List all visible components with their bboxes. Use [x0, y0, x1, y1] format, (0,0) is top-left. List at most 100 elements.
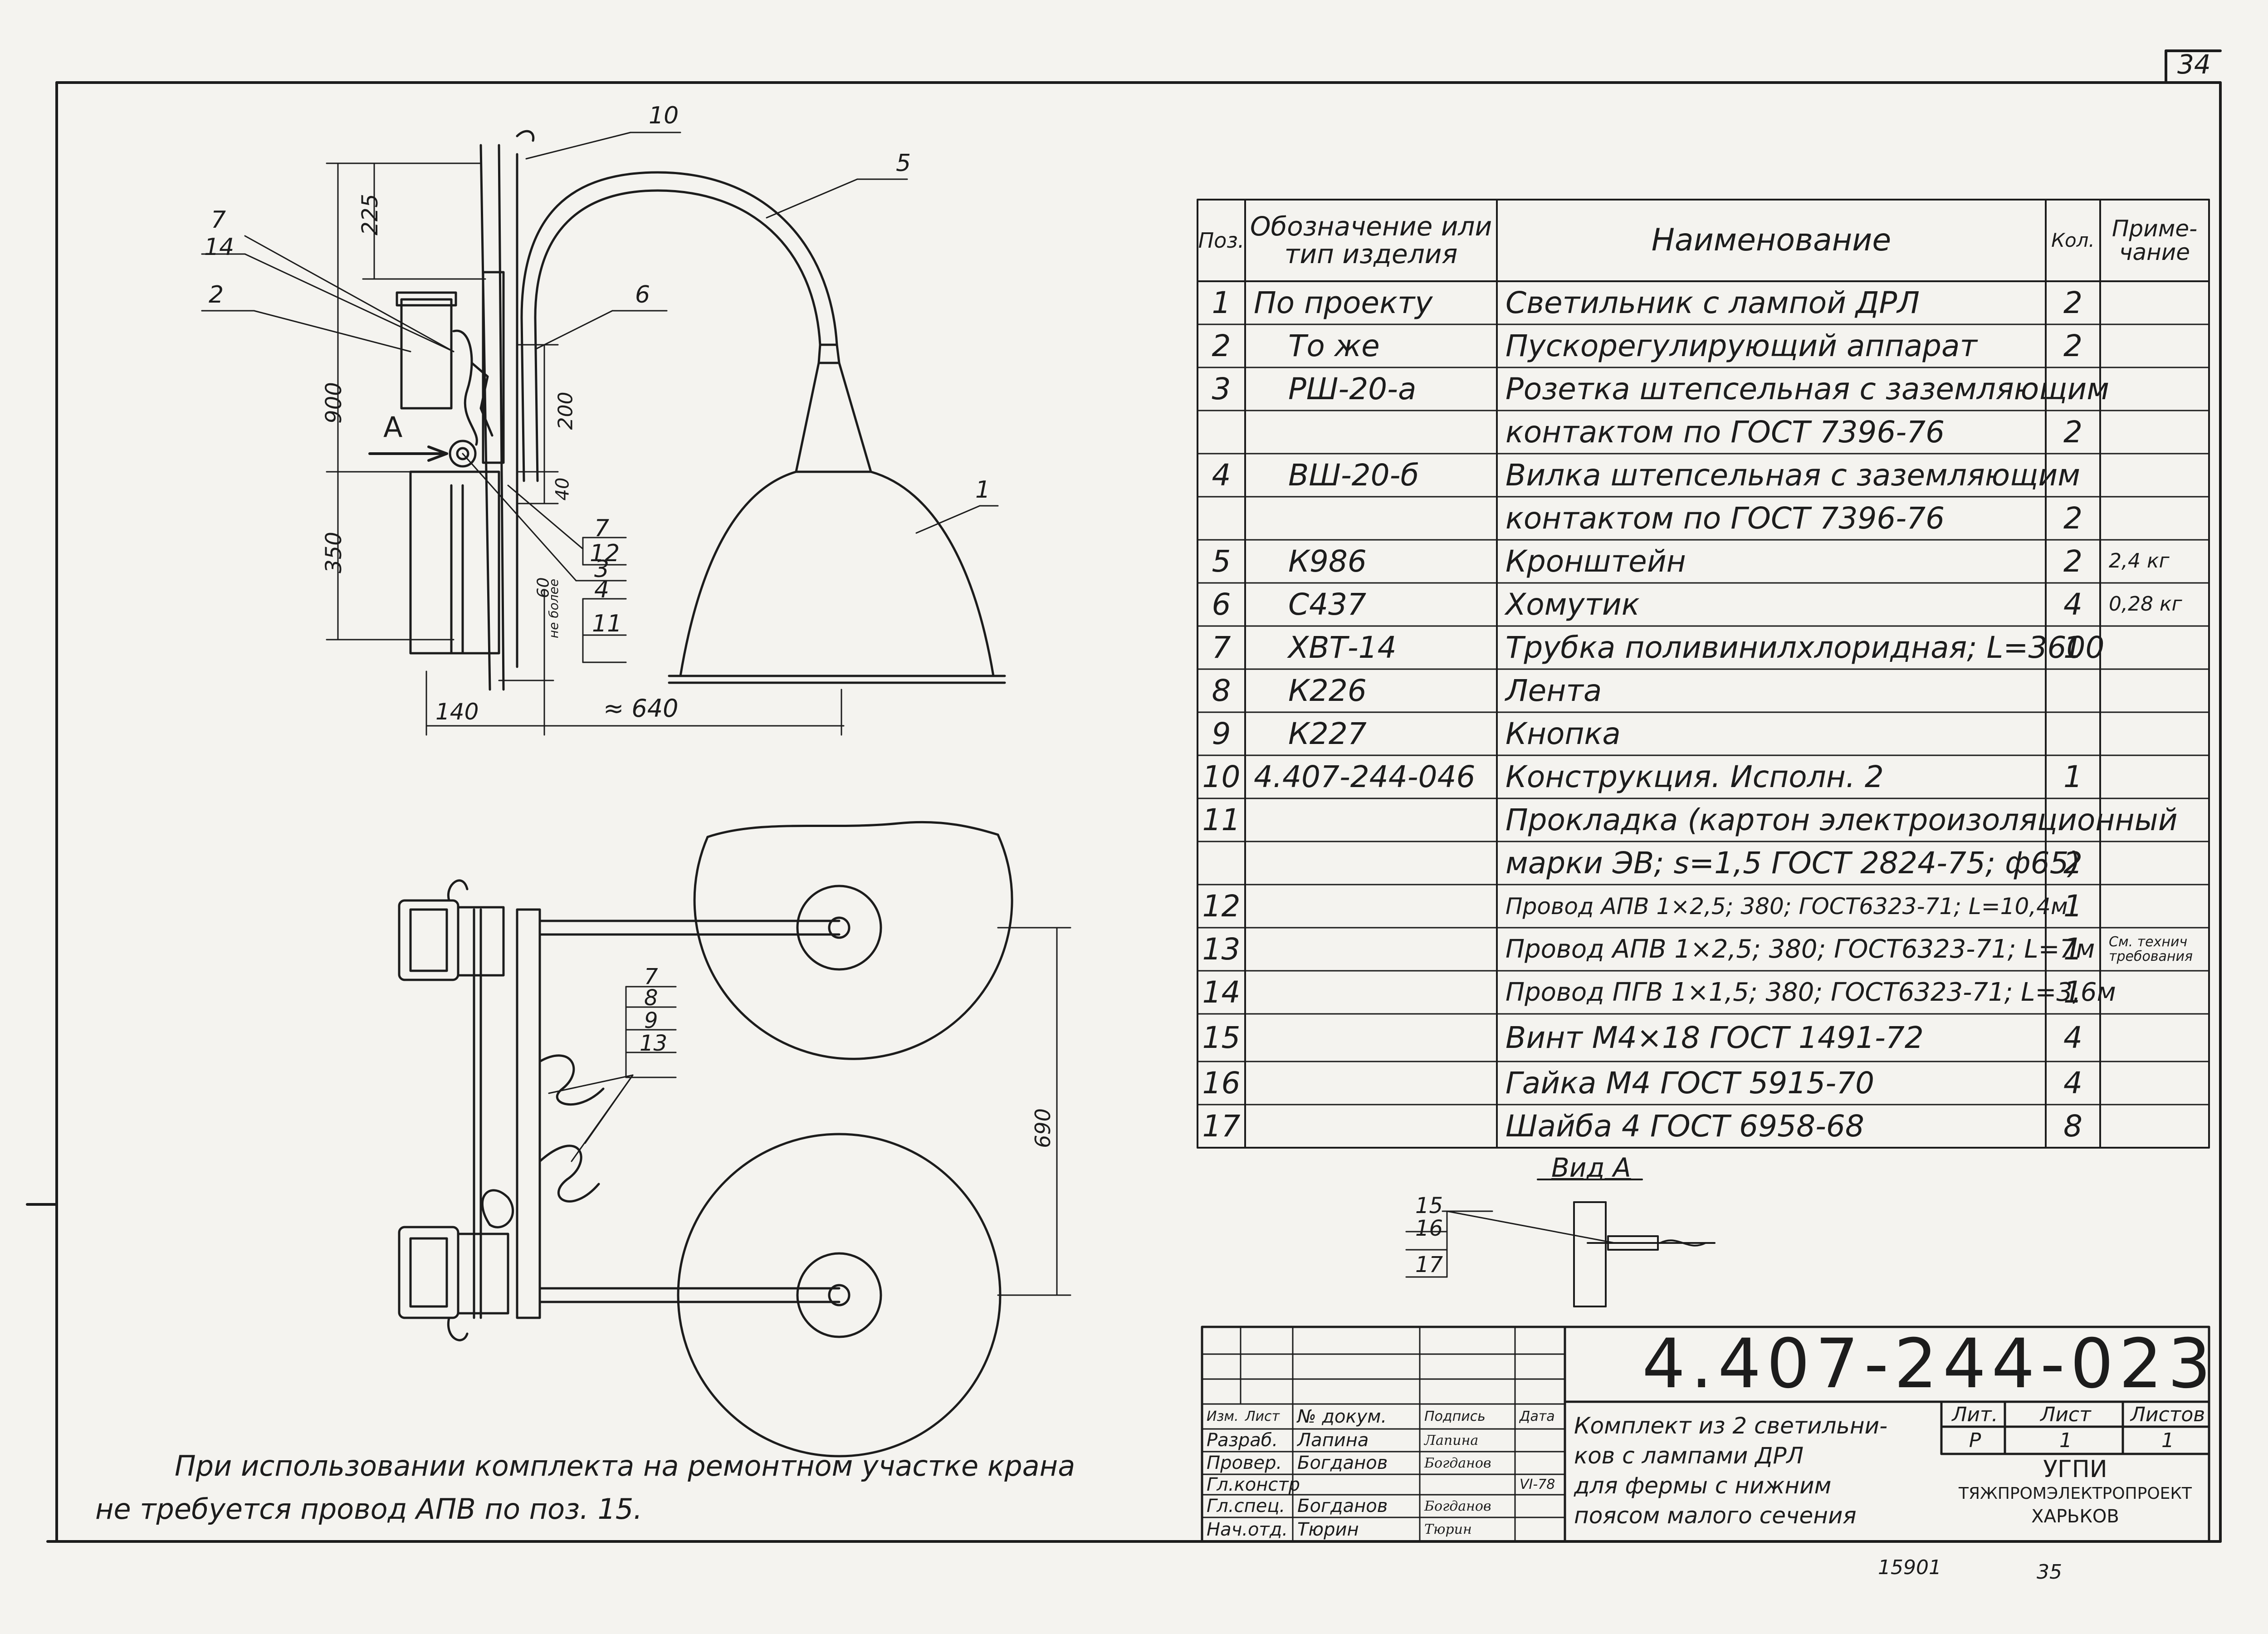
cell-pos: 2	[1212, 328, 1231, 363]
cell-name: Провод АПВ 1×2,5; 380; ГОСТ6323-71; L=10…	[1505, 893, 2068, 920]
cell-qty	[2048, 714, 2098, 754]
tb-org-line: ХАРЬКОВ	[2031, 1506, 2119, 1527]
plan-callout-9: 9	[644, 1008, 658, 1033]
cell-pos: 11	[1202, 802, 1241, 837]
cell-qty: 8	[2063, 1109, 2082, 1144]
cell-pos: 3	[1212, 372, 1231, 406]
cell-note	[2102, 498, 2207, 538]
cell-designation	[1247, 498, 1495, 538]
dim-900: 900	[321, 382, 347, 424]
cell-pos: 8	[1212, 673, 1231, 708]
callout-7: 7	[211, 206, 226, 234]
cell-name: Винт М4×18 ГОСТ 1491-72	[1505, 1020, 1924, 1055]
cell-note: См. технич требования	[2109, 934, 2193, 964]
cell-qty: 1	[2063, 889, 2082, 924]
spec-table-grid	[1197, 199, 2210, 1149]
cell-pos: 5	[1212, 544, 1231, 579]
header-qty: Кол.	[2051, 229, 2095, 251]
callout-5: 5	[896, 150, 911, 177]
cell-pos: 16	[1202, 1066, 1241, 1101]
cell-qty: 1	[2063, 932, 2082, 967]
callout-1: 1	[975, 476, 991, 504]
tb-role: Нач.отд.	[1207, 1519, 1288, 1540]
tb-name: Тюрин	[1297, 1519, 1359, 1540]
tb-sheets: 1	[2161, 1429, 2174, 1452]
cell-designation	[1247, 800, 1495, 840]
callout-14: 14	[204, 234, 235, 261]
cell-name: Розетка штепсельная с заземляющим	[1505, 372, 2110, 406]
page-number: 35	[2037, 1561, 2062, 1584]
view-a	[1405, 1179, 1716, 1307]
cell-qty	[2048, 670, 2098, 711]
cell-note: 2,4 кг	[2109, 549, 2170, 573]
tb-sheet: 1	[2059, 1429, 2072, 1452]
cell-designation: По проекту	[1254, 285, 1433, 320]
cell-designation	[1247, 886, 1495, 926]
callout-11: 11	[592, 610, 622, 637]
cell-qty: 4	[2063, 587, 2082, 622]
cell-note	[2102, 369, 2207, 409]
plan-callout-8: 8	[644, 985, 658, 1011]
dim-640: ≈ 640	[603, 694, 679, 723]
plan-callout-13: 13	[640, 1031, 668, 1056]
cell-name: Провод АПВ 1×2,5; 380; ГОСТ6323-71; L=7м	[1505, 934, 2095, 964]
cell-designation	[1247, 1015, 1495, 1060]
cell-pos: 9	[1212, 716, 1231, 751]
tb-signature	[1421, 1475, 1514, 1494]
archive-number: 15901	[1878, 1556, 1941, 1579]
cell-name: Хомутик	[1505, 587, 1640, 622]
tb-role: Гл.спец.	[1207, 1496, 1286, 1517]
cell-name: контактом по ГОСТ 7396-76	[1505, 501, 1945, 536]
cell-note	[2102, 283, 2207, 323]
cell-name: Светильник с лампой ДРЛ	[1505, 285, 1920, 320]
cell-note	[2102, 843, 2207, 883]
document-number: 4.407-244-023	[1642, 1325, 2217, 1404]
cell-qty: 2	[2063, 328, 2082, 363]
cell-qty	[2048, 455, 2098, 495]
cell-pos: 14	[1202, 975, 1241, 1010]
dim-690: 690	[1030, 1108, 1055, 1148]
callout-7b: 7	[594, 515, 610, 542]
cell-designation	[1247, 843, 1495, 883]
cell-qty: 2	[2063, 285, 2082, 320]
header-pos: Поз.	[1198, 228, 1245, 253]
tb-description-line: ков с лампами ДРЛ	[1574, 1443, 1804, 1469]
cell-designation	[1247, 972, 1495, 1013]
cell-designation	[1247, 1063, 1495, 1103]
note-line-1: При использовании комплекта на ремонтном…	[175, 1449, 1075, 1482]
header-name: Наименование	[1651, 222, 1892, 259]
cell-qty	[2048, 369, 2098, 409]
spec-table-row-lines	[1197, 323, 2210, 1106]
cell-pos: 13	[1202, 932, 1241, 967]
cell-note	[2102, 1015, 2207, 1060]
header-note: Приме- чание	[2112, 215, 2198, 265]
tb-role: Гл.констр	[1207, 1474, 1300, 1495]
tb-header-date: Дата	[1520, 1409, 1555, 1425]
view-arrow-label: А	[383, 411, 403, 444]
cell-designation: 4.407-244-046	[1254, 759, 1476, 794]
callout-4: 4	[594, 576, 610, 603]
tb-description-line: для фермы с нижним	[1574, 1473, 1832, 1499]
cell-name: Шайба 4 ГОСТ 6958-68	[1505, 1109, 1864, 1144]
cell-pos: 17	[1202, 1109, 1241, 1144]
side-view-dimensions	[326, 162, 845, 736]
tb-header-izm: Изм.	[1207, 1409, 1239, 1425]
cell-name: Кнопка	[1505, 716, 1621, 751]
cell-qty: 1	[2063, 975, 2082, 1010]
cell-pos: 4	[1212, 458, 1231, 493]
cell-name: Гайка М4 ГОСТ 5915-70	[1505, 1066, 1875, 1101]
cell-pos	[1200, 412, 1243, 452]
cell-qty: 2	[2063, 501, 2082, 536]
cell-note	[2102, 1063, 2207, 1103]
cell-note	[2102, 455, 2207, 495]
cell-designation: С437	[1288, 587, 1367, 622]
cell-pos	[1200, 498, 1243, 538]
cell-designation: ХВТ-14	[1288, 630, 1397, 665]
cell-note	[2102, 627, 2207, 668]
title-block-grid	[1201, 1326, 2210, 1543]
cell-name: Вилка штепсельная с заземляющим	[1505, 458, 2081, 493]
cell-qty: 2	[2063, 544, 2082, 579]
tb-sheet-label: Лист	[2040, 1403, 2091, 1426]
side-view	[396, 130, 1006, 691]
